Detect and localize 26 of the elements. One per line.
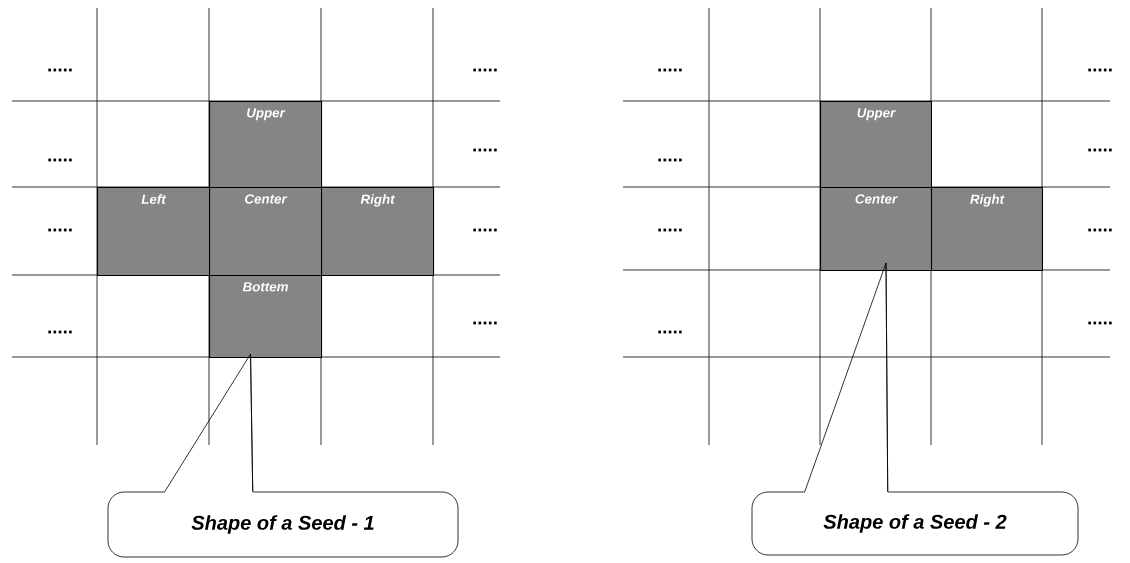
ellipsis-text: .....: [658, 158, 682, 162]
seed-cell: Upper: [209, 101, 323, 189]
ellipsis-text: .....: [1088, 68, 1112, 72]
ellipsis-text: .....: [658, 228, 682, 232]
callout-box: Shape of a Seed - 1: [107, 491, 459, 558]
seed-cell: Upper: [820, 101, 932, 189]
ellipsis-text: .....: [473, 321, 497, 325]
ellipsis-text: .....: [1088, 321, 1112, 325]
ellipsis-text: .....: [473, 148, 497, 152]
ellipsis-text: .....: [48, 228, 72, 232]
seed-cell: Right: [931, 187, 1043, 271]
ellipsis-text: .....: [473, 228, 497, 232]
ellipsis-text: .....: [1088, 228, 1112, 232]
ellipsis-text: .....: [48, 158, 72, 162]
ellipsis-text: .....: [48, 330, 72, 334]
seed-cell: Center: [820, 187, 932, 271]
ellipsis-text: .....: [658, 330, 682, 334]
seed-cell: Left: [97, 187, 211, 277]
ellipsis-text: .....: [48, 68, 72, 72]
callout-box: Shape of a Seed - 2: [751, 491, 1079, 556]
seed-cell: Right: [321, 187, 435, 277]
seed-cell: Center: [209, 187, 323, 277]
ellipsis-text: .....: [1088, 148, 1112, 152]
ellipsis-text: .....: [473, 68, 497, 72]
ellipsis-text: .....: [658, 68, 682, 72]
seed-cell: Bottem: [209, 275, 323, 359]
